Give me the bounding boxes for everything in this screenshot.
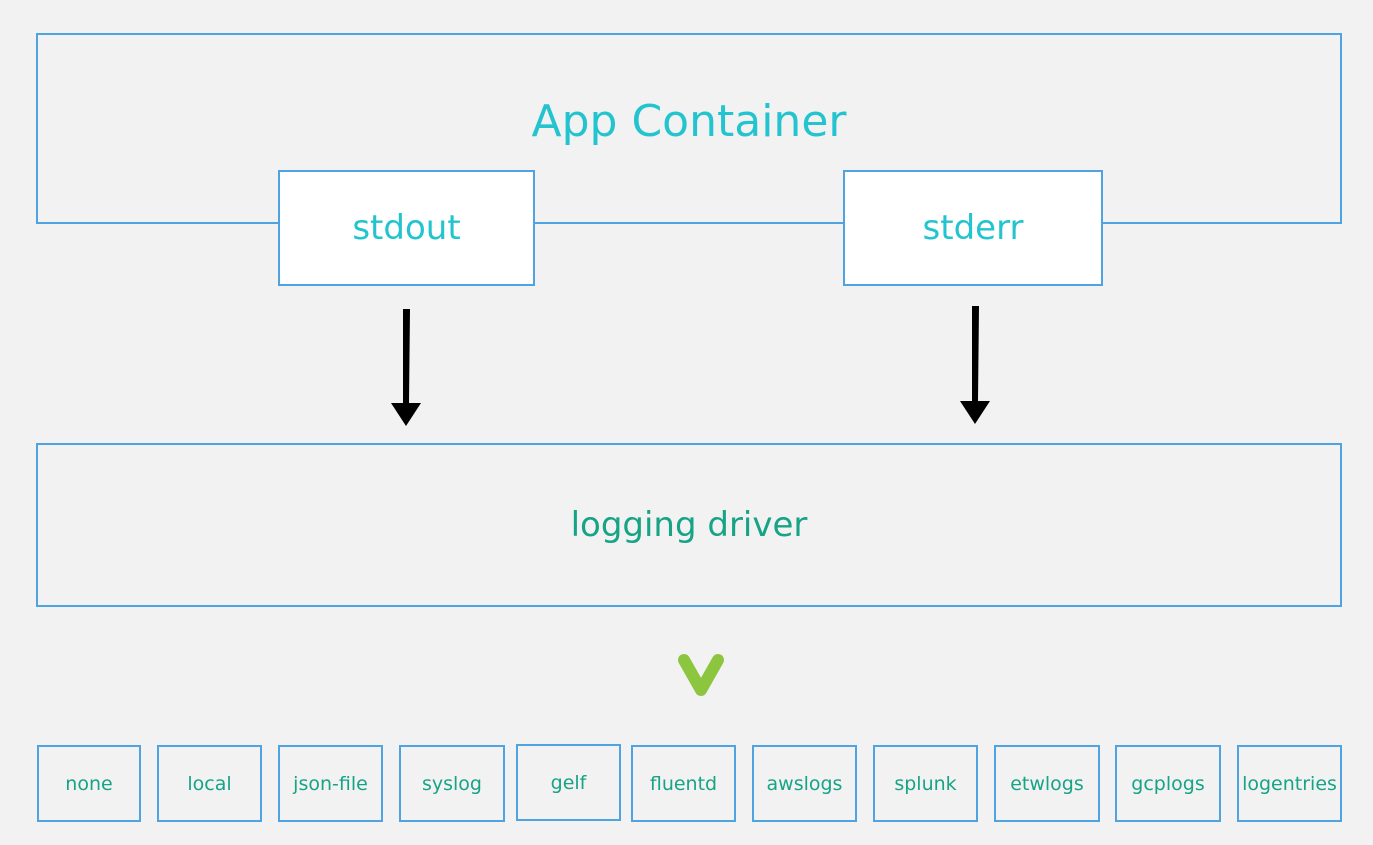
chevron-down-icon <box>678 654 724 696</box>
logging-driver-box: logging driver <box>36 443 1342 607</box>
driver-logentries-box: logentries <box>1237 745 1342 822</box>
driver-label: gelf <box>550 771 587 794</box>
stderr-box: stderr <box>843 170 1103 286</box>
driver-label: fluentd <box>649 772 718 795</box>
driver-awslogs-box: awslogs <box>752 745 857 822</box>
driver-label: logentries <box>1242 772 1337 795</box>
driver-fluentd-box: fluentd <box>631 745 736 822</box>
driver-local-box: local <box>157 745 262 822</box>
driver-label: splunk <box>894 772 957 795</box>
driver-label: etwlogs <box>1010 772 1084 795</box>
driver-label: none <box>65 772 113 795</box>
stdout-arrow-down-icon <box>391 309 421 426</box>
driver-label: local <box>187 772 232 795</box>
driver-none-box: none <box>37 745 141 822</box>
driver-json-file-box: json-file <box>278 745 383 822</box>
driver-etwlogs-box: etwlogs <box>994 745 1100 822</box>
driver-syslog-box: syslog <box>399 745 505 822</box>
driver-label: awslogs <box>766 772 843 795</box>
app-container-label: App Container <box>531 96 847 147</box>
app-container-box <box>36 33 1342 224</box>
driver-gcplogs-box: gcplogs <box>1115 745 1221 822</box>
driver-label: syslog <box>421 772 482 795</box>
stdout-box: stdout <box>278 170 535 286</box>
driver-label: json-file <box>293 772 368 795</box>
driver-gelf-box: gelf <box>516 744 621 821</box>
stderr-label: stderr <box>922 208 1024 248</box>
logging-driver-label: logging driver <box>570 505 808 545</box>
driver-label: gcplogs <box>1131 772 1205 795</box>
stderr-arrow-down-icon <box>960 306 990 424</box>
driver-splunk-box: splunk <box>873 745 978 822</box>
stdout-label: stdout <box>352 208 461 248</box>
